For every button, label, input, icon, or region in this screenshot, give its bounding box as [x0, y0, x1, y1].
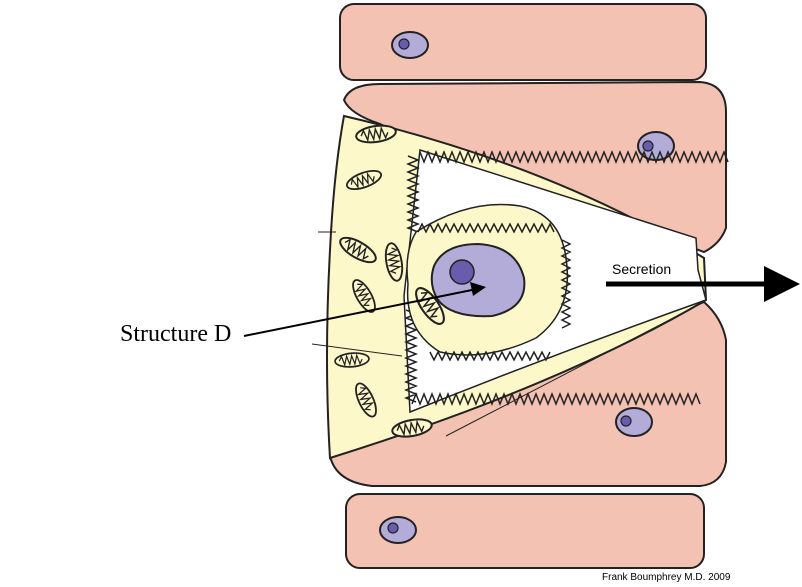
arrow-icon	[764, 266, 800, 302]
epithelial-cell-bottom	[346, 494, 704, 568]
structure-label: Structure D	[120, 321, 231, 347]
nucleus-icon	[432, 244, 525, 316]
secretion-label: Secretion	[612, 261, 671, 277]
credit-text: Frank Boumphrey M.D. 2009	[602, 572, 731, 583]
epithelial-cell-top	[340, 4, 706, 80]
